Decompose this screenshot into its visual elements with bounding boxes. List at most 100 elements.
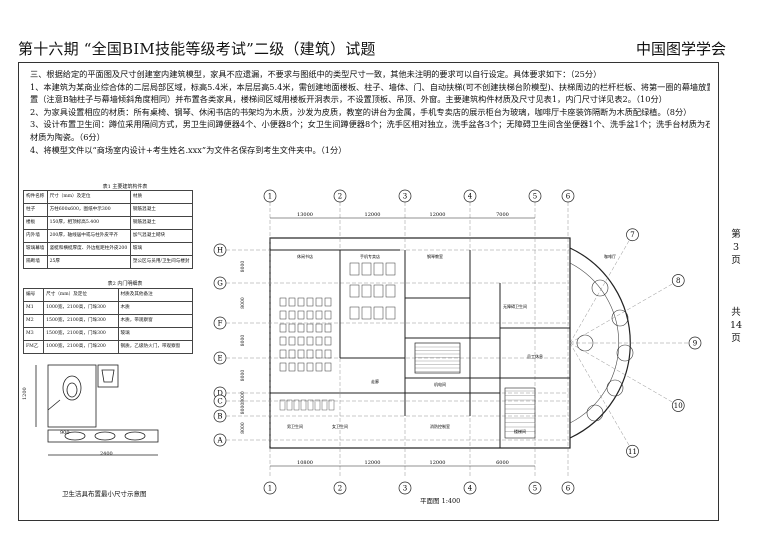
dim-text-left: 8000 [240,335,246,347]
grid-bubble-row [213,243,227,257]
toilet-stall [307,399,314,411]
grid-bubble-row [213,433,227,447]
table-cell: 1500宽，2100高，门垛300 [43,314,119,328]
room-label: 钢琴教室 [427,253,443,259]
dim-text-top: 12000 [430,212,446,218]
table [361,306,372,320]
grid-label-row: A [216,437,223,445]
requirement-line: 1、本建筑为某商业综合体的二层局部区域，标高5.4米，本层层高5.4米，需创建地… [30,81,710,92]
table [349,306,360,320]
toilet-stall [314,399,321,411]
desk [324,349,332,359]
dim-text-bottom: 6000 [496,460,509,466]
grid-label-col: 6 [566,193,571,201]
grid-bubble-col-bottom [561,481,575,495]
table [385,284,396,298]
fixture-dim-h2: 2400 [100,451,113,457]
floor-plan: 112233445566HGFEDCBA78910111300010800120… [213,189,702,495]
fixture-caption: 卫生洁具布置最小尺寸示意图 [62,490,147,498]
radial-axis [569,280,679,344]
page-total: 共 14 页 [724,306,748,345]
table-cell: 木质，带观察窗 [117,314,194,328]
requirement-line: 材质为陶瓷。（6分） [30,131,105,142]
table-cell: 楼板 [23,216,48,230]
table1-caption: 表1 主要建筑构件表 [102,184,148,190]
dim-text-left: 8000 [240,370,246,382]
page-header-org: 中国图学学会 [636,40,727,58]
grid-bubble-col-bottom [398,481,412,495]
table [349,262,360,276]
grid-label-col: 2 [338,193,342,201]
table [361,284,372,298]
radial-label: 10 [674,402,683,410]
page-header-title: 第十六期 “全国BIM技能等级考试”二级（建筑）试题 [18,40,376,58]
desk [297,349,305,359]
table-cell: 1000宽，2100高，门垛200 [43,340,119,354]
dim-text-left: 8000 [240,403,246,415]
grid-label-col-bottom: 2 [338,485,342,493]
grid-bubble-col [463,189,477,203]
grid-bubble-col [528,189,542,203]
round-table [616,344,634,362]
desk [279,310,287,320]
stair [504,387,536,439]
table [385,262,396,276]
grid-bubble-col [398,189,412,203]
table-cell: 木质 [117,301,194,315]
desk [315,310,323,320]
desk [288,323,296,333]
grid-bubble-row [213,394,227,408]
desk [288,336,296,346]
desk [297,362,305,372]
radial-bubble [671,274,685,287]
table-cell: 编号 [22,288,45,302]
desk [315,297,323,307]
grid-label-row: C [217,398,222,406]
grid-bubble-col [333,189,347,203]
table-cell: 方柱600x600，图纸中示300 [46,203,131,217]
table-cell: 内外墙 [23,229,48,243]
desk [288,349,296,359]
table [373,262,384,276]
grid-label-col: 5 [533,193,537,201]
grid-bubble-row [213,276,227,290]
requirement-line: 3、设计布置卫生间：蹲位采用隔间方式，男卫生间蹲便器4个、小便器8个；女卫生间蹲… [30,119,710,130]
table-cell: 钢质，乙级防火门，带观察窗 [117,340,194,354]
round-table [586,404,604,422]
desk [306,362,314,372]
desk [315,349,323,359]
room-label: 女卫生间 [332,423,348,429]
table-cell: 1500宽，2100高，门垛300 [43,327,119,341]
radial-label: 11 [628,448,637,456]
radial-axis [569,342,633,452]
requirement-line: 4、将模型文件以“商场室内设计+考生姓名.xxx”为文件名保存到考生文件夹中。（… [30,144,347,155]
desk [324,323,332,333]
round-table [576,334,594,352]
table-cell: 200厚，轴线居中或与柱外皮平齐 [46,229,131,243]
total-num: 14 [729,320,743,331]
fixture-dim-vertical: 1200 [22,387,28,400]
table-row: 编号尺寸（mm）及定位材质及其他备注 [22,288,194,302]
grid-bubble-col [263,189,277,203]
grid-label-col-bottom: 5 [533,485,537,493]
page-num: 3 [732,242,740,253]
toilet-stall [328,399,335,411]
table-cell: 25厚 [46,255,131,269]
grid-bubble-col-bottom [333,481,347,495]
table-cell: 隔断墙 [23,255,48,269]
dim-text-top: 7000 [496,212,509,218]
table-cell: FM乙 [22,340,45,354]
escalator [414,342,461,374]
grid-label-col-bottom: 4 [468,485,473,493]
desk [279,297,287,307]
table-cell: M2 [22,314,45,328]
radial-bubble [688,336,702,350]
table [385,306,396,320]
grid-label-col-bottom: 3 [403,485,407,493]
dim-text-top: 12000 [365,212,381,218]
room-label: 休闲书店 [297,253,313,259]
